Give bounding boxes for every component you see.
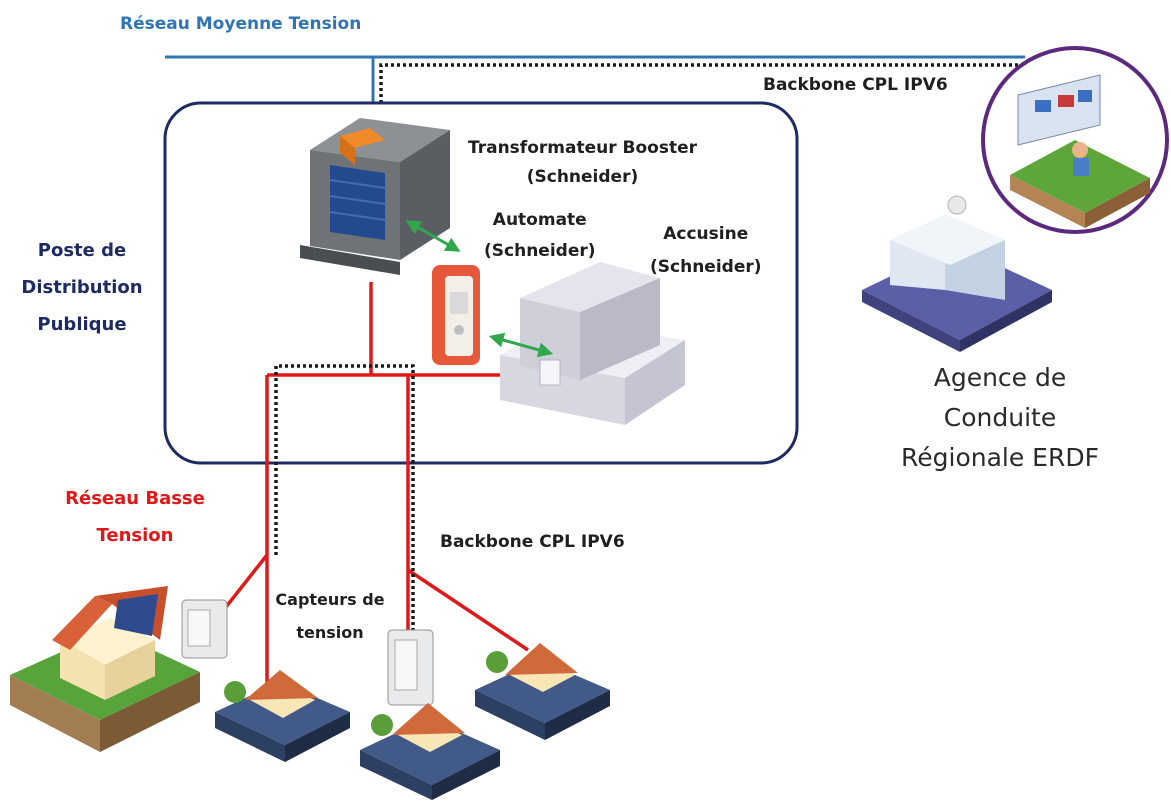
accusine-label-line: Accusine <box>663 224 749 244</box>
substation-label-line: Poste de <box>37 240 127 261</box>
backbone-bottom-label: Backbone CPL IPV6 <box>440 532 625 552</box>
agency-label-line: Régionale ERDF <box>901 443 1099 472</box>
automate-cabinet-icon <box>432 265 480 365</box>
low-voltage-network <box>220 282 529 690</box>
control-room-icon <box>981 46 1169 234</box>
backbone-top-label: Backbone CPL IPV6 <box>763 75 948 95</box>
medium-voltage-line <box>165 55 1025 103</box>
substation-box <box>163 101 799 465</box>
automate-accusine-link <box>488 332 554 358</box>
substation-label-line: Publique <box>37 314 127 335</box>
sensors-label: Capteurs de tension <box>268 583 392 649</box>
low-voltage-label-line: Réseau Basse <box>65 488 205 509</box>
backbone-cpl-top-line <box>379 63 1020 103</box>
transformer-label-line: (Schneider) <box>526 167 639 187</box>
transformer-automate-link <box>405 220 461 252</box>
automate-label-line: Automate <box>492 210 587 230</box>
agency-label-line: Conduite <box>943 403 1057 432</box>
solar-house-icon <box>10 586 200 752</box>
substation-label-line: Distribution <box>21 277 143 298</box>
medium-voltage-label: Réseau Moyenne Tension <box>120 14 362 34</box>
transformer-label-line: Transformateur Booster <box>468 138 697 158</box>
house-icon <box>475 643 610 740</box>
accusine-label: Accusine (Schneider) <box>650 218 762 284</box>
sensors-label-line: tension <box>296 623 364 642</box>
low-voltage-label-line: Tension <box>96 525 174 546</box>
low-voltage-label: Réseau Basse Tension <box>55 480 215 554</box>
transformer-label: Transformateur Booster (Schneider) <box>468 134 697 192</box>
transformer-icon <box>300 118 450 275</box>
automate-label-line: (Schneider) <box>484 241 596 261</box>
substation-label: Poste de Distribution Publique <box>2 232 162 343</box>
house-icon <box>215 670 350 762</box>
sensors-label-line: Capteurs de <box>275 590 385 609</box>
meter-box-icon <box>181 599 228 659</box>
backbone-cpl-bottom-line <box>274 364 415 640</box>
meter-box-icon <box>387 629 434 706</box>
agency-label: Agence de Conduite Régionale ERDF <box>860 358 1140 478</box>
accusine-unit-icon <box>500 262 685 425</box>
house-icon <box>360 703 500 800</box>
agency-building-icon <box>862 195 1052 352</box>
accusine-label-line: (Schneider) <box>650 257 762 277</box>
agency-label-line: Agence de <box>933 363 1067 392</box>
automate-label: Automate (Schneider) <box>484 205 596 267</box>
